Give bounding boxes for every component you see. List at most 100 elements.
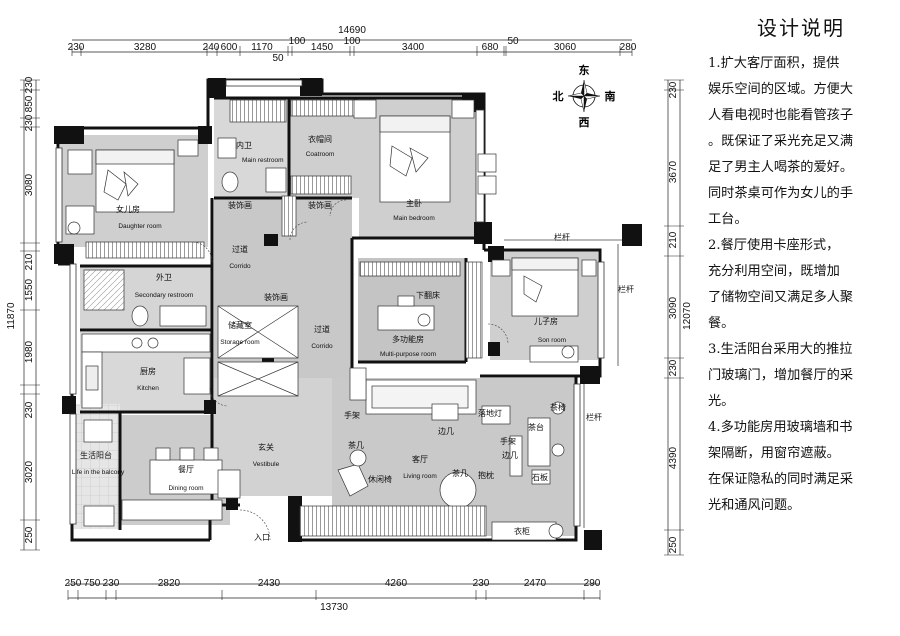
dim-top-total: 14690	[338, 25, 366, 36]
notes-line: 光。	[708, 394, 735, 409]
notes-body: 1.扩大客厅面积，提供娱乐空间的区域。方便大人看电视时也能看管孩子。既保证了采光…	[708, 51, 894, 519]
annotation-tea-table: 茶台	[528, 422, 544, 432]
nightstand	[451, 99, 475, 119]
room-labels: 内卫 Main restroom 衣帽间 Coatroom 主卧 Main be…	[72, 134, 566, 492]
dim-top-2: 240	[203, 42, 220, 53]
dim-left-0: 230	[24, 76, 35, 93]
annotation-armrest: 手架	[344, 410, 360, 420]
side-table	[349, 367, 367, 401]
annotation-deco-1: 装饰画	[228, 200, 252, 210]
room-label-kitchen-en: Kitchen	[137, 385, 159, 392]
notes-line: 人看电视时也能看管孩子	[708, 108, 854, 123]
room-label-daughter-en: Daughter room	[118, 223, 161, 230]
dining-table	[149, 459, 223, 495]
toilet	[131, 305, 149, 327]
annotation-folding-bed: 下翻床	[416, 290, 440, 300]
notes-line: 。既保证了采光充足又满	[708, 134, 854, 149]
dim-left-2: 230	[24, 114, 35, 131]
dim-top-11: 50	[507, 36, 519, 47]
bookshelf	[359, 261, 461, 277]
room-label-main-restroom-zh: 内卫	[236, 140, 252, 150]
coffee-table	[431, 403, 459, 421]
dim-top-3: 600	[221, 42, 238, 53]
room-label-secondary-restroom-en: Secondary restroom	[135, 292, 194, 299]
floor-lamp-base	[481, 405, 511, 425]
room-label-corridor1-zh: 过道	[232, 244, 248, 254]
dim-left-3: 3080	[24, 173, 35, 196]
counter	[81, 333, 211, 353]
dim-right-4: 230	[668, 359, 679, 376]
floor-plan: 14690 230 3280 240 600 1170 100 50 1450 …	[6, 25, 693, 613]
annotation-tea-chair: 茶椅	[550, 402, 566, 412]
room-label-vestibule-en: Vestibule	[253, 461, 280, 468]
nightstand	[353, 99, 377, 119]
window	[597, 261, 605, 359]
annotation-armrest-2: 手架	[500, 436, 516, 446]
dim-bottom-2: 230	[103, 578, 120, 589]
notes-line: 在保证隐私的同时满足采	[708, 472, 854, 487]
annotation-railing-3: 栏杆	[586, 412, 602, 422]
column	[288, 496, 302, 542]
room-label-balcony-zh: 生活阳台	[80, 450, 112, 460]
annotation-bookshelf: 抱枕	[478, 470, 494, 480]
window	[225, 79, 303, 87]
annotation-floor-lamp: 落地灯	[478, 408, 502, 418]
annotation-deco-3: 装饰画	[264, 292, 288, 302]
dim-bottom-4: 2430	[258, 578, 281, 589]
room-label-corridor2-en: Corrido	[311, 343, 333, 350]
cabinet	[265, 167, 287, 193]
annotation-entrance: 入口	[254, 533, 270, 542]
column	[580, 366, 600, 384]
room-label-living-en: Living room	[403, 473, 437, 480]
notes-line: 2.餐厅使用卡座形式，	[708, 238, 840, 253]
room-label-corridor1-en: Corrido	[229, 263, 251, 270]
chair	[561, 345, 575, 359]
room-label-corridor2-zh: 过道	[314, 324, 330, 334]
annotation-coffee-table: 茶几	[348, 440, 364, 450]
dim-top-10: 680	[482, 42, 499, 53]
window	[55, 147, 63, 243]
dim-right-6: 250	[668, 536, 679, 553]
wardrobe	[85, 241, 205, 259]
shoe-cabinet	[217, 469, 241, 499]
dim-left-total: 11870	[6, 302, 17, 330]
annotation-bench: 石板	[532, 472, 548, 482]
sink	[85, 365, 99, 391]
notes-line: 足了男主人喝茶的爱好。	[708, 160, 854, 175]
design-notes: 设计说明 1.扩大客厅面积，提供娱乐空间的区域。方便大人看电视时也能看管孩子。既…	[708, 12, 894, 519]
dim-bottom-5: 4260	[385, 578, 408, 589]
window	[573, 383, 581, 527]
armchair	[477, 153, 497, 173]
dim-bottom-total: 13730	[320, 602, 348, 613]
dim-left-9: 250	[24, 526, 35, 543]
column	[54, 126, 84, 144]
tv-cabinet	[299, 505, 487, 537]
dim-left-4: 210	[24, 253, 35, 270]
wardrobe	[281, 195, 297, 237]
room-label-storage-en: Storage room	[220, 339, 259, 346]
lounge-chair	[337, 463, 369, 497]
room-label-master-zh: 主卧	[406, 198, 422, 208]
fridge	[183, 357, 211, 395]
room-label-living-zh: 客厅	[412, 454, 428, 464]
annotation-table2: 茶几	[452, 468, 468, 478]
dimension-lines	[20, 39, 684, 600]
notes-line: 4.多功能房用玻璃墙和书	[708, 420, 853, 435]
annotation-lounge: 休闲椅	[368, 474, 392, 484]
dim-top-1: 3280	[134, 42, 157, 53]
nightstand	[177, 139, 199, 157]
annotation-railing-2: 栏杆	[618, 284, 634, 294]
notes-line: 充分利用空间，既增加	[708, 264, 840, 279]
doors	[191, 199, 509, 541]
stone-bench	[531, 469, 551, 485]
notes-line: 同时茶桌可作为女儿的手	[708, 186, 854, 201]
sink	[83, 505, 115, 527]
room-label-master-en: Main bedroom	[393, 215, 435, 222]
column	[62, 396, 76, 414]
dim-right-2: 210	[668, 231, 679, 248]
dim-top-13: 280	[620, 42, 637, 53]
chair	[67, 221, 81, 235]
room-label-vestibule-zh: 玄关	[258, 442, 274, 452]
compass-north: 北	[553, 89, 564, 103]
column	[300, 78, 322, 96]
